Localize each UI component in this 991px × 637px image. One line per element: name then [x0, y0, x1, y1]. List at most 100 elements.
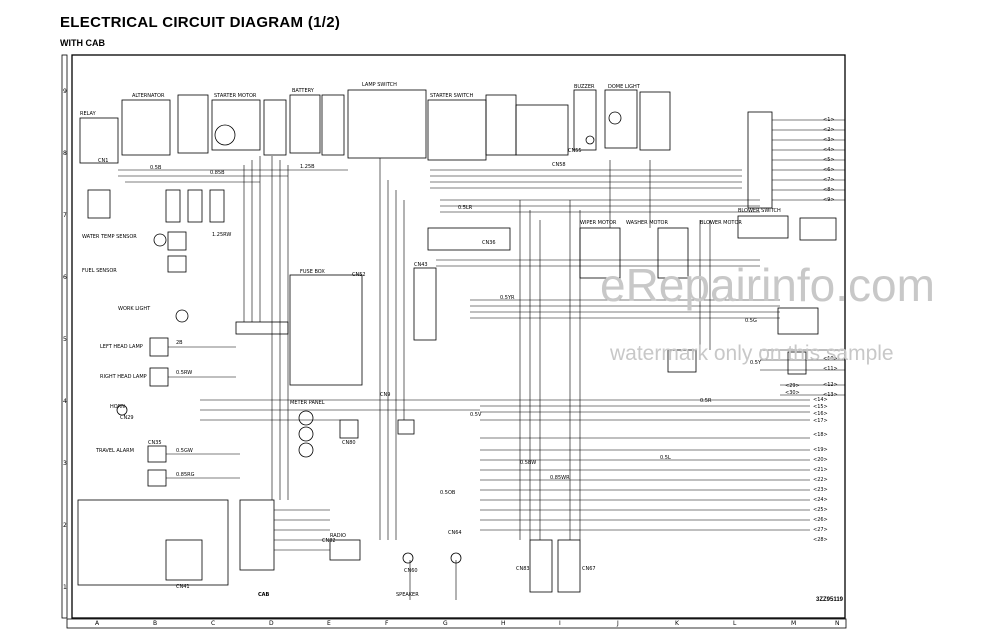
connector-label-cn60: CN60 — [404, 568, 418, 574]
column-label-h: H — [501, 620, 506, 627]
column-label-l: L — [733, 620, 737, 627]
terminal-25: <25> — [813, 507, 828, 513]
fuel-sensor-label: FUEL SENSOR — [82, 268, 117, 274]
terminal-5: <5> — [823, 157, 835, 163]
diagram-subtitle: WITH CAB — [60, 38, 105, 48]
terminal-15: <15> — [813, 404, 828, 410]
column-label-k: K — [675, 620, 679, 627]
terminal-3: <3> — [823, 137, 835, 143]
column-ruler — [66, 618, 847, 629]
terminal-19: <19> — [813, 447, 828, 453]
diagram-title: ELECTRICAL CIRCUIT DIAGRAM (1/2) — [60, 14, 341, 31]
terminal-2: <2> — [823, 127, 835, 133]
terminal-4: <4> — [823, 147, 835, 153]
wire-label: 0.85B — [210, 170, 225, 176]
dome-light-label: DOME LIGHT — [608, 84, 640, 90]
column-label-b: B — [153, 620, 158, 627]
terminal-29: <29> — [785, 383, 800, 389]
connector-label-cn35: CN35 — [148, 440, 162, 446]
terminal-23: <23> — [813, 487, 828, 493]
terminal-17: <17> — [813, 418, 828, 424]
terminal-11: <11> — [823, 366, 838, 372]
terminal-12: <12> — [823, 382, 838, 388]
wire-label: 0.5G — [745, 318, 757, 324]
column-label-e: E — [327, 620, 331, 627]
lamp-switch-label: LAMP SWITCH — [362, 82, 397, 88]
wire-label: 0.85WR — [550, 475, 570, 481]
blower-switch-label: BLOWER SWITCH — [738, 208, 781, 214]
wire-label: 0.5YR — [500, 295, 515, 301]
starter-switch-label: STARTER SWITCH — [430, 93, 474, 99]
wire-label: 0.85RG — [176, 472, 195, 478]
watermark-note: watermark only on this sample — [610, 342, 894, 365]
row-label-1: 1 — [63, 584, 67, 591]
speaker-label: SPEAKER — [396, 592, 419, 598]
row-label-4: 4 — [63, 398, 67, 405]
terminal-9: <9> — [823, 197, 835, 203]
wire-label: 0.5V — [470, 412, 482, 418]
terminal-10: <10> — [823, 356, 838, 362]
wiring — [118, 119, 845, 600]
diagram-frame — [71, 54, 846, 619]
row-label-9: 9 — [63, 88, 67, 95]
row-label-3: 3 — [63, 460, 67, 467]
connector-label-cn58: CN58 — [552, 162, 566, 168]
wire-label: 1.25RW — [212, 232, 232, 238]
terminal-1: <1> — [823, 117, 835, 123]
column-label-i: I — [559, 620, 561, 627]
row-label-8: 8 — [63, 150, 67, 157]
column-label-n: N — [835, 620, 840, 627]
column-label-a: A — [95, 620, 100, 627]
terminal-21: <21> — [813, 467, 828, 473]
meter-panel-label: METER PANEL — [290, 400, 325, 406]
wiper-motor-label: WIPER MOTOR — [580, 220, 617, 226]
horn-label: HORN — [110, 404, 125, 410]
terminal-6: <6> — [823, 167, 835, 173]
terminal-22: <22> — [813, 477, 828, 483]
wire-label: 0.5B — [150, 165, 162, 171]
buzzer-label: BUZZER — [574, 84, 595, 90]
right-head-lamp-label: RIGHT HEAD LAMP — [100, 374, 147, 380]
column-label-c: C — [211, 620, 216, 627]
column-label-g: G — [443, 620, 448, 627]
washer-motor-label: WASHER MOTOR — [626, 220, 668, 226]
terminal-30: <30> — [785, 390, 800, 396]
column-label-d: D — [269, 620, 274, 627]
connector-label-cn82: CN82 — [322, 538, 336, 544]
connector-label-cn29: CN29 — [120, 415, 134, 421]
battery-label: BATTERY — [292, 88, 314, 94]
wire-label: 0.5OB — [440, 490, 456, 496]
wire-label: 0.5LR — [458, 205, 473, 211]
terminal-14: <14> — [813, 397, 828, 403]
terminal-7: <7> — [823, 177, 835, 183]
wire-label: 0.5GW — [176, 448, 193, 454]
connector-label-cn55: CN55 — [568, 148, 582, 154]
document-number: 3ZZ95119 — [816, 597, 844, 603]
connector-label-cn83: CN83 — [516, 566, 530, 572]
wire-label: 0.5BW — [520, 460, 537, 466]
row-label-6: 6 — [63, 274, 67, 281]
connector-label-cn64: CN64 — [448, 530, 462, 536]
terminal-26: <26> — [813, 517, 828, 523]
alternator-label: ALTERNATOR — [132, 93, 165, 99]
wire-label: 0.5L — [660, 455, 671, 461]
starter-motor-label: STARTER MOTOR — [214, 93, 257, 99]
relay-label: RELAY — [80, 111, 96, 117]
column-label-j: J — [617, 620, 619, 627]
connector-label-cab: CAB — [258, 592, 270, 598]
work-light-label: WORK LIGHT — [118, 306, 151, 312]
connector-label-cn80: CN80 — [342, 440, 356, 446]
blower-motor-label: BLOWER MOTOR — [700, 220, 742, 226]
row-label-7: 7 — [63, 212, 67, 219]
wire-label: 0.5RW — [176, 370, 193, 376]
terminal-28: <28> — [813, 537, 828, 543]
connector-label-cn1: CN1 — [98, 158, 109, 164]
terminal-18: <18> — [813, 432, 828, 438]
terminal-8: <8> — [823, 187, 835, 193]
wire-label: 2B — [176, 340, 183, 346]
terminal-20: <20> — [813, 457, 828, 463]
connector-label-cn52: CN52 — [352, 272, 366, 278]
wire-label: 1.25B — [300, 164, 315, 170]
row-ruler — [61, 54, 68, 619]
